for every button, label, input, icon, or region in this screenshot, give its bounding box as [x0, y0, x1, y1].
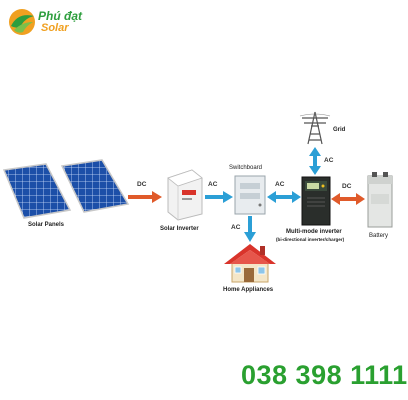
dc-arrow-right	[128, 190, 162, 203]
grid-label: Grid	[333, 127, 346, 133]
ac-arrow-down	[244, 216, 256, 242]
home-appliances-label: Home Appliances	[223, 287, 274, 293]
ac-label-switchboard: AC	[275, 181, 285, 188]
battery-label: Battery	[369, 233, 389, 239]
solar-panels-label: Solar Panels	[28, 222, 65, 228]
ac-label-grid: AC	[324, 157, 334, 164]
switchboard-icon	[234, 175, 266, 215]
ac-arrow-vertical	[309, 147, 321, 175]
logo-icon	[9, 9, 35, 35]
multimode-title-label: Multi-mode inverter	[286, 229, 342, 235]
grid-tower-icon	[299, 110, 331, 146]
solar-inverter-icon	[164, 168, 204, 221]
brand-logo	[8, 8, 36, 36]
battery-icon	[367, 170, 393, 228]
ac-label-inverter: AC	[208, 181, 218, 188]
ac-label-home: AC	[231, 224, 241, 231]
phone-number: 038 398 1111	[241, 360, 408, 390]
solar-inverter-label: Solar Inverter	[160, 226, 199, 232]
multimode-inverter-icon	[301, 176, 331, 226]
dc-label-battery: DC	[342, 183, 352, 190]
ac-arrow-bidirectional-1	[267, 190, 301, 203]
dc-label-panels: DC	[137, 181, 147, 188]
multimode-sub-label: (bi-directional inverter/charger)	[276, 237, 345, 242]
solar-panels-icon	[2, 159, 132, 225]
dc-arrow-bidirectional	[331, 192, 365, 205]
house-icon	[222, 240, 278, 284]
brand-name: Phú đạt	[38, 9, 82, 23]
brand-sub: Solar	[41, 22, 69, 34]
switchboard-label: Switchboard	[229, 165, 263, 171]
ac-arrow-right-1	[205, 190, 233, 203]
